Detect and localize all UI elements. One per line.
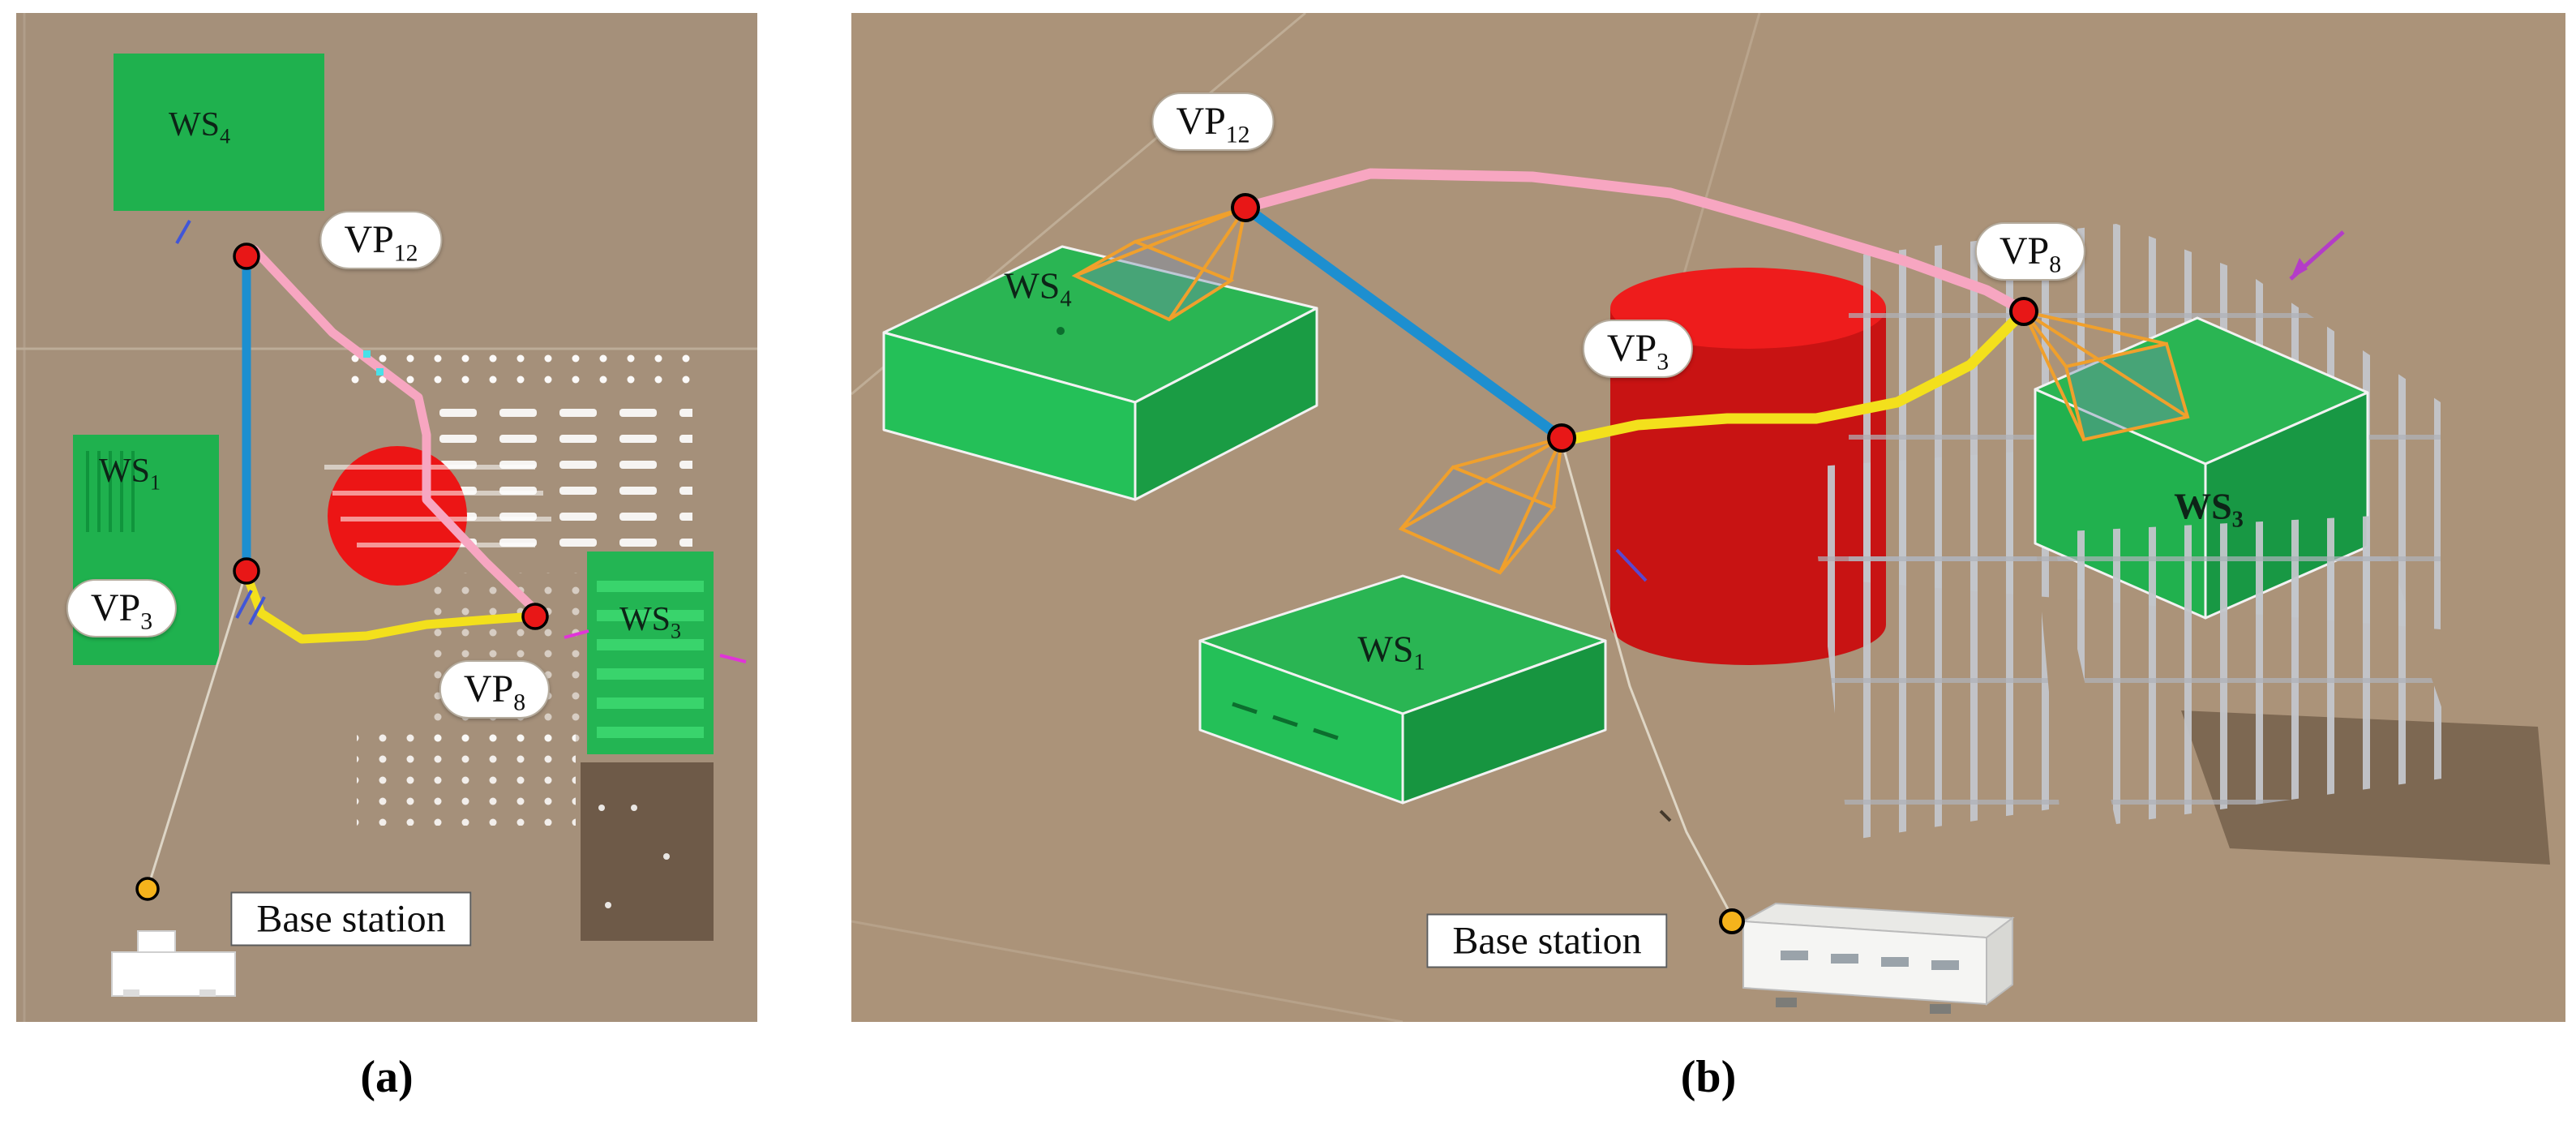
base-station-label-3d: Base station — [1426, 913, 1668, 968]
vp8-label-3d: VP8 — [1974, 222, 2086, 281]
vp8-label-3d-sub: 8 — [2049, 251, 2062, 278]
caption-a: (a) — [360, 1052, 414, 1102]
vp3-node-3d — [1547, 423, 1576, 453]
vp12-label-sub: 12 — [393, 239, 418, 267]
base-station-node-3d — [1719, 908, 1745, 934]
vp12-label-3d-text: VP — [1176, 100, 1226, 143]
ws3-label: WS3 — [619, 600, 682, 643]
caption-b: (b) — [1680, 1052, 1737, 1102]
storage-area — [581, 762, 714, 941]
ws1-label-3d-sub: 1 — [1413, 650, 1425, 676]
ws4-label: WS4 — [168, 105, 230, 147]
ws3-label-text: WS — [619, 601, 671, 638]
blue-path-3d — [1240, 202, 1567, 444]
pink-path — [250, 245, 543, 618]
vp3-label-3d: VP3 — [1582, 320, 1694, 378]
vp3-label-3d-text: VP — [1606, 327, 1657, 370]
viewpoint-nodes — [135, 243, 549, 901]
scaffold-front-right — [2051, 516, 2465, 824]
viewpoint-nodes-3d — [1231, 193, 2038, 453]
ws4-label-sub: 4 — [219, 124, 231, 148]
obstacle-circle — [328, 446, 467, 586]
vp12-node-3d — [1231, 193, 1260, 222]
base-link-line-3d — [1560, 440, 1734, 917]
vp3-label: VP3 — [66, 579, 178, 637]
base-station-label: Base station — [230, 891, 472, 946]
ws4-box-3d — [882, 245, 1318, 501]
ws3-label-3d-sub: 3 — [2231, 507, 2244, 533]
vp8-label: VP8 — [439, 660, 551, 719]
vp3-label-3d-sub: 3 — [1657, 348, 1669, 376]
ws4-box — [114, 54, 324, 211]
yellow-path-3d — [1556, 311, 2025, 447]
ws3-box — [587, 552, 714, 754]
ws3-label-sub: 3 — [670, 619, 682, 643]
misc-markers — [175, 220, 747, 663]
vp12-label-3d-sub: 12 — [1225, 121, 1250, 148]
base-link-line — [146, 570, 248, 890]
base-station-node — [135, 877, 160, 901]
vp8-label-3d-text: VP — [1999, 230, 2050, 273]
base-station-trailer — [1719, 902, 2015, 1014]
ws4-label-3d-sub: 4 — [1060, 286, 1072, 312]
scaffold-front-left — [1808, 451, 2060, 840]
vp8-label-sub: 8 — [513, 689, 526, 716]
ws1-box-3d — [1198, 574, 1607, 805]
vp3-frustum — [1398, 436, 1563, 575]
vp8-node-3d — [2009, 297, 2038, 326]
yellow-path — [242, 569, 538, 644]
ws4-label-3d: WS4 — [1004, 264, 1071, 311]
pink-path-3d — [1240, 168, 2028, 315]
vp12-label-text: VP — [344, 218, 394, 261]
ws4-label-3d-text: WS — [1004, 264, 1061, 307]
ws1-label: WS1 — [98, 452, 161, 495]
vp12-label-3d: VP12 — [1151, 92, 1275, 151]
ws1-label-3d-text: WS — [1357, 628, 1414, 670]
vp8-node — [521, 603, 549, 630]
base-station-machine — [111, 930, 236, 997]
vp12-label: VP12 — [319, 211, 443, 269]
ws3-label-3d: WS3 — [2174, 485, 2244, 532]
vp8-frustum — [2022, 310, 2190, 442]
ws1-label-text: WS — [98, 453, 150, 490]
vp3-label-sub: 3 — [140, 607, 153, 635]
ws4-label-text: WS — [168, 106, 220, 144]
view-frustums — [1071, 206, 2190, 575]
misc-markers-3d — [1615, 230, 2345, 822]
ws1-label-3d: WS1 — [1357, 628, 1425, 675]
base-station-label-3d-text: Base station — [1452, 919, 1642, 963]
ws1-label-sub: 1 — [149, 470, 161, 495]
vp8-label-text: VP — [463, 667, 514, 710]
plan-view-drawing — [16, 13, 757, 1022]
vp3-label-text: VP — [90, 586, 141, 629]
perspective-view-drawing — [851, 13, 2565, 1022]
panel-b-3d-view: WS4 WS1 WS3 VP12 VP3 VP8 Base station — [851, 13, 2565, 1022]
base-station-label-text: Base station — [256, 897, 446, 941]
panel-a-plan-view: WS4 WS1 WS3 VP12 VP3 VP8 Base station — [16, 13, 757, 1022]
vp3-node — [233, 557, 260, 585]
ws3-label-3d-text: WS — [2174, 485, 2232, 527]
vp12-node — [233, 243, 260, 270]
